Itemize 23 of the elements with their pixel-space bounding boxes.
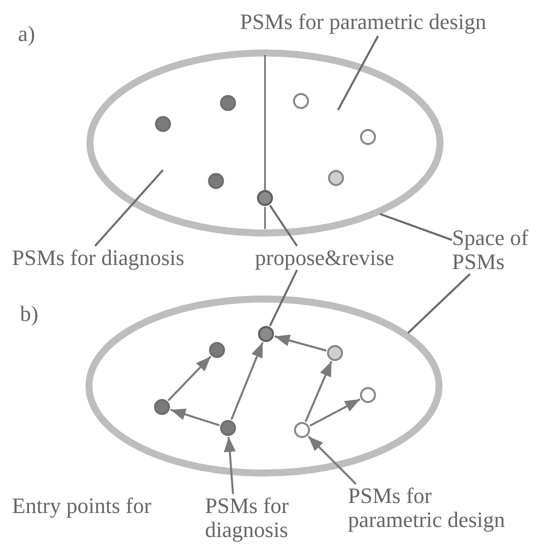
leader-line xyxy=(337,36,379,110)
arrow xyxy=(224,436,236,494)
leader-line xyxy=(269,204,298,247)
node-label: PSMs for parametric design xyxy=(240,10,488,34)
node-label: PSMs for parametric design xyxy=(348,484,506,532)
arrow xyxy=(168,356,212,402)
arrow xyxy=(309,398,361,427)
leader-line xyxy=(380,213,452,241)
leader-line xyxy=(407,273,471,334)
node-label: PSMs for diagnosis xyxy=(205,494,290,542)
node-label: propose&revise xyxy=(255,246,396,270)
arrow xyxy=(230,342,264,420)
node-label: Space of PSMs xyxy=(452,226,530,274)
arrow xyxy=(274,334,327,352)
node-label: PSMs for diagnosis xyxy=(12,246,186,270)
panel-label: a) xyxy=(18,22,36,46)
arrow xyxy=(170,408,220,426)
text-label: Entry points for xyxy=(12,494,152,518)
leader-line xyxy=(94,169,164,247)
arrow xyxy=(308,436,357,485)
arrow xyxy=(304,360,332,422)
leader-line xyxy=(269,270,298,326)
panel-label: b) xyxy=(20,302,38,326)
